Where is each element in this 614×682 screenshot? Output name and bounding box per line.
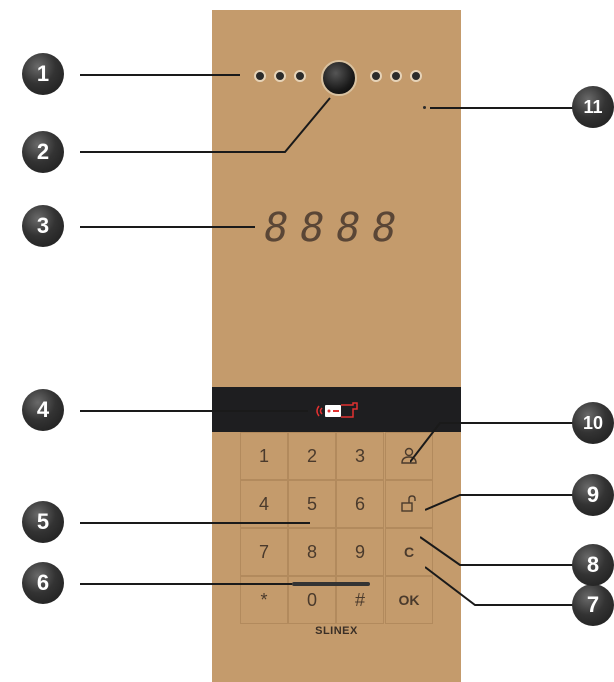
microphone-hole (423, 106, 426, 109)
indicator-led (390, 70, 402, 82)
display-digit: 8 (296, 207, 327, 249)
callout-line-11 (430, 107, 580, 109)
callout-line-10 (410, 420, 595, 470)
display-digit: 8 (260, 207, 291, 249)
callout-line-4 (80, 410, 308, 412)
callout-4: 4 (22, 389, 64, 431)
callout-9: 9 (572, 474, 614, 516)
unlock-icon (399, 494, 419, 514)
keypad-key-5: 5 (288, 480, 336, 528)
indicator-led (410, 70, 422, 82)
keypad-key-4: 4 (240, 480, 288, 528)
callout-line-9 (425, 490, 595, 515)
callout-11: 11 (572, 86, 614, 128)
keypad-key-9: 9 (336, 528, 384, 576)
keypad-key-6: 6 (336, 480, 384, 528)
indicator-led (254, 70, 266, 82)
callout-5: 5 (22, 501, 64, 543)
callout-10: 10 (572, 402, 614, 444)
indicator-led (294, 70, 306, 82)
callout-line-8 (420, 535, 595, 570)
callout-2: 2 (22, 131, 64, 173)
callout-line-6 (80, 583, 292, 585)
rfid-card-icon (313, 402, 367, 420)
keypad-key-8: 8 (288, 528, 336, 576)
callout-7: 7 (572, 584, 614, 626)
keypad-key-2: 2 (288, 432, 336, 480)
callout-line-1 (80, 74, 240, 76)
callout-line-3 (80, 226, 255, 228)
keypad-key-7: 7 (240, 528, 288, 576)
camera-icon (321, 60, 357, 96)
keypad-key-3: 3 (336, 432, 384, 480)
brand-logo: SLINEX (212, 625, 461, 637)
indicator-led (370, 70, 382, 82)
callout-line-2 (80, 96, 340, 156)
indicator-led (274, 70, 286, 82)
callout-line-7 (425, 565, 595, 615)
callout-1: 1 (22, 53, 64, 95)
segment-display: 8 8 8 8 (264, 207, 394, 249)
callout-3: 3 (22, 205, 64, 247)
display-digit: 8 (332, 207, 363, 249)
callout-6: 6 (22, 562, 64, 604)
callout-line-5 (80, 522, 310, 524)
keypad-key-1: 1 (240, 432, 288, 480)
speaker-slot (292, 582, 370, 586)
callout-8: 8 (572, 544, 614, 586)
